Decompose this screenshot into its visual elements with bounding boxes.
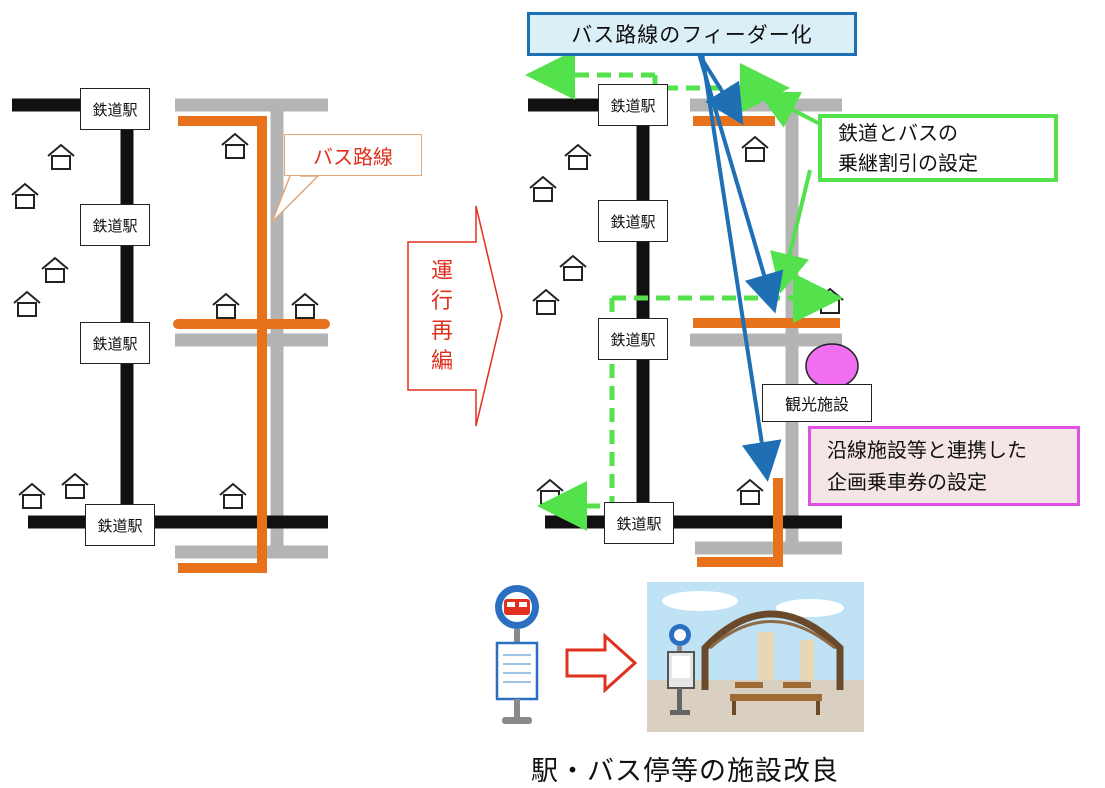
feeder-arrow [698, 39, 782, 482]
left-bus-route [178, 116, 267, 573]
house-icon [13, 291, 41, 317]
improvement-arrow-icon [565, 632, 638, 694]
house-icon [736, 479, 764, 505]
house-icon [741, 136, 769, 162]
transition-char: 編 [430, 349, 453, 374]
house-icon [212, 293, 240, 319]
right-station-3-label: 鉄道駅 [598, 318, 668, 360]
discount-pointer-arrow [757, 91, 823, 128]
transition-char: 行 [430, 289, 453, 314]
transfer-discount-line2: 乗継割引の設定 [838, 151, 978, 175]
house-icon [559, 255, 587, 281]
planned-ticket-line1: 沿線施設等と連携した [827, 438, 1027, 462]
house-icon [291, 293, 319, 319]
transfer-discount-line1: 鉄道とバスの [838, 121, 958, 145]
left-station-2-label: 鉄道駅 [80, 204, 150, 246]
bus-stop-improvement [495, 582, 864, 732]
feeder-route-bottom [697, 478, 783, 567]
house-icon [11, 183, 39, 209]
house-icon [564, 144, 592, 170]
house-icon [47, 144, 75, 170]
house-icon [532, 289, 560, 315]
planned-ticket-line2: 企画乗車券の設定 [827, 470, 987, 494]
transition-arrow-icon [407, 205, 503, 427]
discount-pointer-arrow [770, 169, 812, 294]
bus-shelter-picture [647, 582, 864, 732]
transition-char: 再 [430, 319, 453, 344]
left-station-1-label: 鉄道駅 [80, 88, 150, 130]
transition-char: 運 [430, 259, 453, 284]
house-icon [221, 133, 249, 159]
transfer-discount-box: 鉄道とバスの 乗継割引の設定 [818, 114, 1058, 182]
right-station-4-label: 鉄道駅 [604, 502, 674, 544]
left-diagram [11, 98, 330, 573]
tourist-attraction-icon [805, 343, 859, 389]
right-station-2-label: 鉄道駅 [598, 200, 668, 242]
house-icon [18, 483, 46, 509]
house-icon [219, 483, 247, 509]
right-diagram [525, 38, 859, 567]
bottom-caption: 駅・バス停等の施設改良 [531, 755, 839, 787]
left-station-3-label: 鉄道駅 [80, 322, 150, 364]
old-bus-stop-icon [495, 585, 539, 724]
tourist-facility-label: 観光施設 [762, 384, 872, 422]
house-icon [536, 479, 564, 505]
feeder-title-box: バス路線のフィーダー化 [527, 12, 857, 56]
house-icon [529, 176, 557, 202]
right-station-1-label: 鉄道駅 [598, 84, 668, 126]
house-icon [816, 288, 844, 314]
transition-arrow-text: 運 行 再 編 [427, 252, 457, 382]
house-icon [61, 473, 89, 499]
bus-route-callout: バス路線 [284, 134, 422, 176]
left-station-4-label: 鉄道駅 [85, 504, 155, 546]
planned-ticket-box: 沿線施設等と連携した 企画乗車券の設定 [808, 426, 1080, 506]
bus-route-callout-pointer [271, 175, 320, 223]
house-icon [41, 257, 69, 283]
